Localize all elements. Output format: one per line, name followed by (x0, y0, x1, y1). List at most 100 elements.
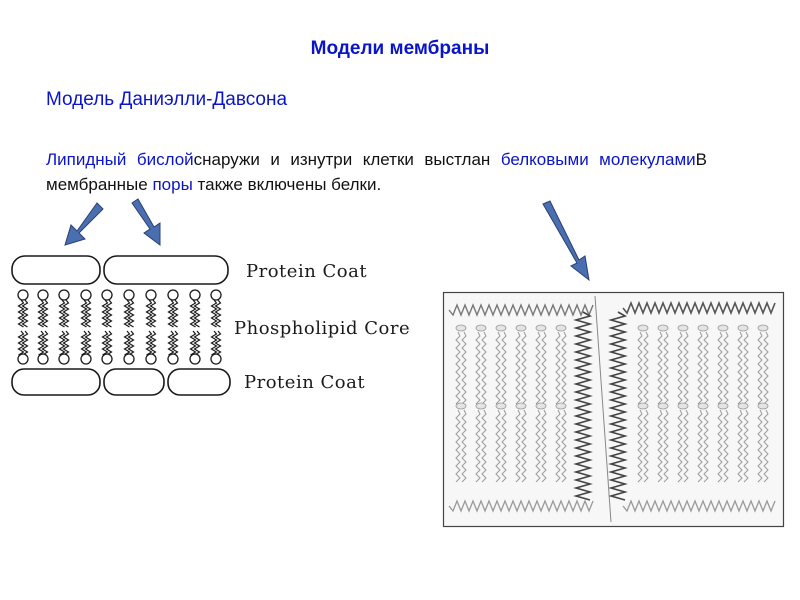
paragraph-text-2: В мембранные (46, 150, 707, 194)
lipid-head-top-1 (17, 289, 29, 301)
lipid-tail-top-b-4 (84, 299, 92, 328)
pore-lipid-head-a-6 (555, 324, 567, 332)
pore-lipid-tail-ar-1 (461, 331, 467, 405)
pore-lipid-tail-al-2 (475, 331, 481, 405)
arrow-right-icon (542, 200, 590, 282)
pore-lipid-tail-al-4 (515, 331, 521, 405)
pore-lipid-head-b-6 (555, 402, 567, 410)
lipid-tail-bottom-b-1 (21, 330, 29, 356)
pore-lipid-head-b-3 (495, 402, 507, 410)
pore-lipid-tail-br-12 (743, 409, 749, 483)
pore-lipid-tail-bl-1 (455, 409, 461, 483)
lipid-tail-bottom-b-8 (171, 330, 179, 356)
pore-lipid-tail-ar-6 (561, 331, 567, 405)
pore-lipid-head-b-10 (697, 402, 709, 410)
pore-lipid-tail-br-4 (521, 409, 527, 483)
pore-lipid-tail-al-8 (657, 331, 663, 405)
lipid-tail-top-b-8 (171, 299, 179, 328)
arrow-middle-icon (131, 198, 161, 246)
pore-lipid-head-a-12 (737, 324, 749, 332)
lipid-tail-top-a-7 (145, 299, 153, 328)
lipid-tail-bottom-a-4 (80, 330, 88, 356)
pore-lipid-tail-br-13 (763, 409, 769, 483)
pore-lipid-head-a-11 (717, 324, 729, 332)
pore-lipid-tail-ar-7 (643, 331, 649, 405)
pore-lipid-tail-al-9 (677, 331, 683, 405)
lipid-head-top-2 (37, 289, 49, 301)
pore-lipid-tail-ar-9 (683, 331, 689, 405)
pore-lipid-tail-br-7 (643, 409, 649, 483)
protein-coat-bottom-right (167, 368, 231, 396)
lipid-tail-top-a-2 (37, 299, 45, 328)
label-protein-coat-top: Protein Coat (246, 261, 367, 282)
lipid-tail-top-b-9 (193, 299, 201, 328)
pore-lipid-tail-ar-12 (743, 331, 749, 405)
pore-lipid-tail-br-3 (501, 409, 507, 483)
pore-membrane-drawing (448, 295, 776, 523)
lipid-tail-bottom-a-3 (58, 330, 66, 356)
lipid-head-top-3 (58, 289, 70, 301)
lipid-tail-bottom-a-5 (101, 330, 109, 356)
pore-lipid-head-b-7 (637, 402, 649, 410)
lipid-tail-top-b-10 (214, 299, 222, 328)
pore-channel-line (594, 295, 612, 523)
pore-lipid-tail-bl-11 (717, 409, 723, 483)
lipid-tail-bottom-b-7 (149, 330, 157, 356)
lipid-head-bottom-2 (37, 353, 49, 365)
pore-lipid-tail-al-10 (697, 331, 703, 405)
pore-lipid-tail-ar-5 (541, 331, 547, 405)
lipid-tail-bottom-a-8 (167, 330, 175, 356)
lipid-tail-bottom-b-6 (127, 330, 135, 356)
pore-lipid-tail-al-7 (637, 331, 643, 405)
lipid-head-top-7 (145, 289, 157, 301)
pore-lipid-tail-br-2 (481, 409, 487, 483)
lipid-head-top-8 (167, 289, 179, 301)
lipid-tail-top-a-6 (123, 299, 131, 328)
protein-molecules-term: белковыми молекулами (500, 150, 696, 169)
pore-lipid-head-a-1 (455, 324, 467, 332)
pore-lipid-tail-bl-3 (495, 409, 501, 483)
lipid-tail-bottom-a-7 (145, 330, 153, 356)
pore-lipid-head-a-8 (657, 324, 669, 332)
pore-lipid-tail-bl-4 (515, 409, 521, 483)
pore-lipid-head-a-7 (637, 324, 649, 332)
pore-lipid-tail-br-6 (561, 409, 567, 483)
lipid-head-bottom-4 (80, 353, 92, 365)
lipid-head-bottom-9 (189, 353, 201, 365)
pore-lipid-head-b-11 (717, 402, 729, 410)
lipid-tail-top-b-6 (127, 299, 135, 328)
lipid-head-bottom-1 (17, 353, 29, 365)
lipid-tail-top-a-10 (210, 299, 218, 328)
pore-lipid-head-a-2 (475, 324, 487, 332)
lipid-bilayer-term: Липидный бислой (46, 150, 194, 169)
lipid-tail-bottom-b-10 (214, 330, 222, 356)
protein-band-top-right (622, 300, 776, 316)
lipid-tail-top-a-9 (189, 299, 197, 328)
lipid-head-bottom-8 (167, 353, 179, 365)
lipid-tail-bottom-a-2 (37, 330, 45, 356)
model-subtitle: Модель Даниэлли-Давсона (46, 89, 288, 110)
protein-coat-bottom-left (11, 368, 101, 396)
lipid-tail-bottom-b-4 (84, 330, 92, 356)
arrow-left-icon (64, 202, 104, 246)
protein-band-bottom-left (448, 499, 594, 513)
pore-lipid-tail-ar-10 (703, 331, 709, 405)
pore-lipid-head-a-9 (677, 324, 689, 332)
pore-lipid-tail-bl-13 (757, 409, 763, 483)
membrane-pore-diagram (442, 291, 785, 528)
arrow-right-shape (542, 200, 590, 282)
lipid-tail-top-b-2 (41, 299, 49, 328)
pore-lipid-tail-bl-10 (697, 409, 703, 483)
pore-lipid-tail-br-11 (723, 409, 729, 483)
lipid-head-top-6 (123, 289, 135, 301)
pore-lipid-tail-bl-9 (677, 409, 683, 483)
pore-lipid-tail-br-1 (461, 409, 467, 483)
pore-lipid-tail-br-9 (683, 409, 689, 483)
protein-band-bottom-right (622, 499, 776, 513)
lipid-head-top-9 (189, 289, 201, 301)
lipid-head-bottom-7 (145, 353, 157, 365)
pore-lipid-head-b-1 (455, 402, 467, 410)
pore-lipid-tail-bl-5 (535, 409, 541, 483)
pore-lipid-head-a-13 (757, 324, 769, 332)
lipid-tail-top-a-3 (58, 299, 66, 328)
